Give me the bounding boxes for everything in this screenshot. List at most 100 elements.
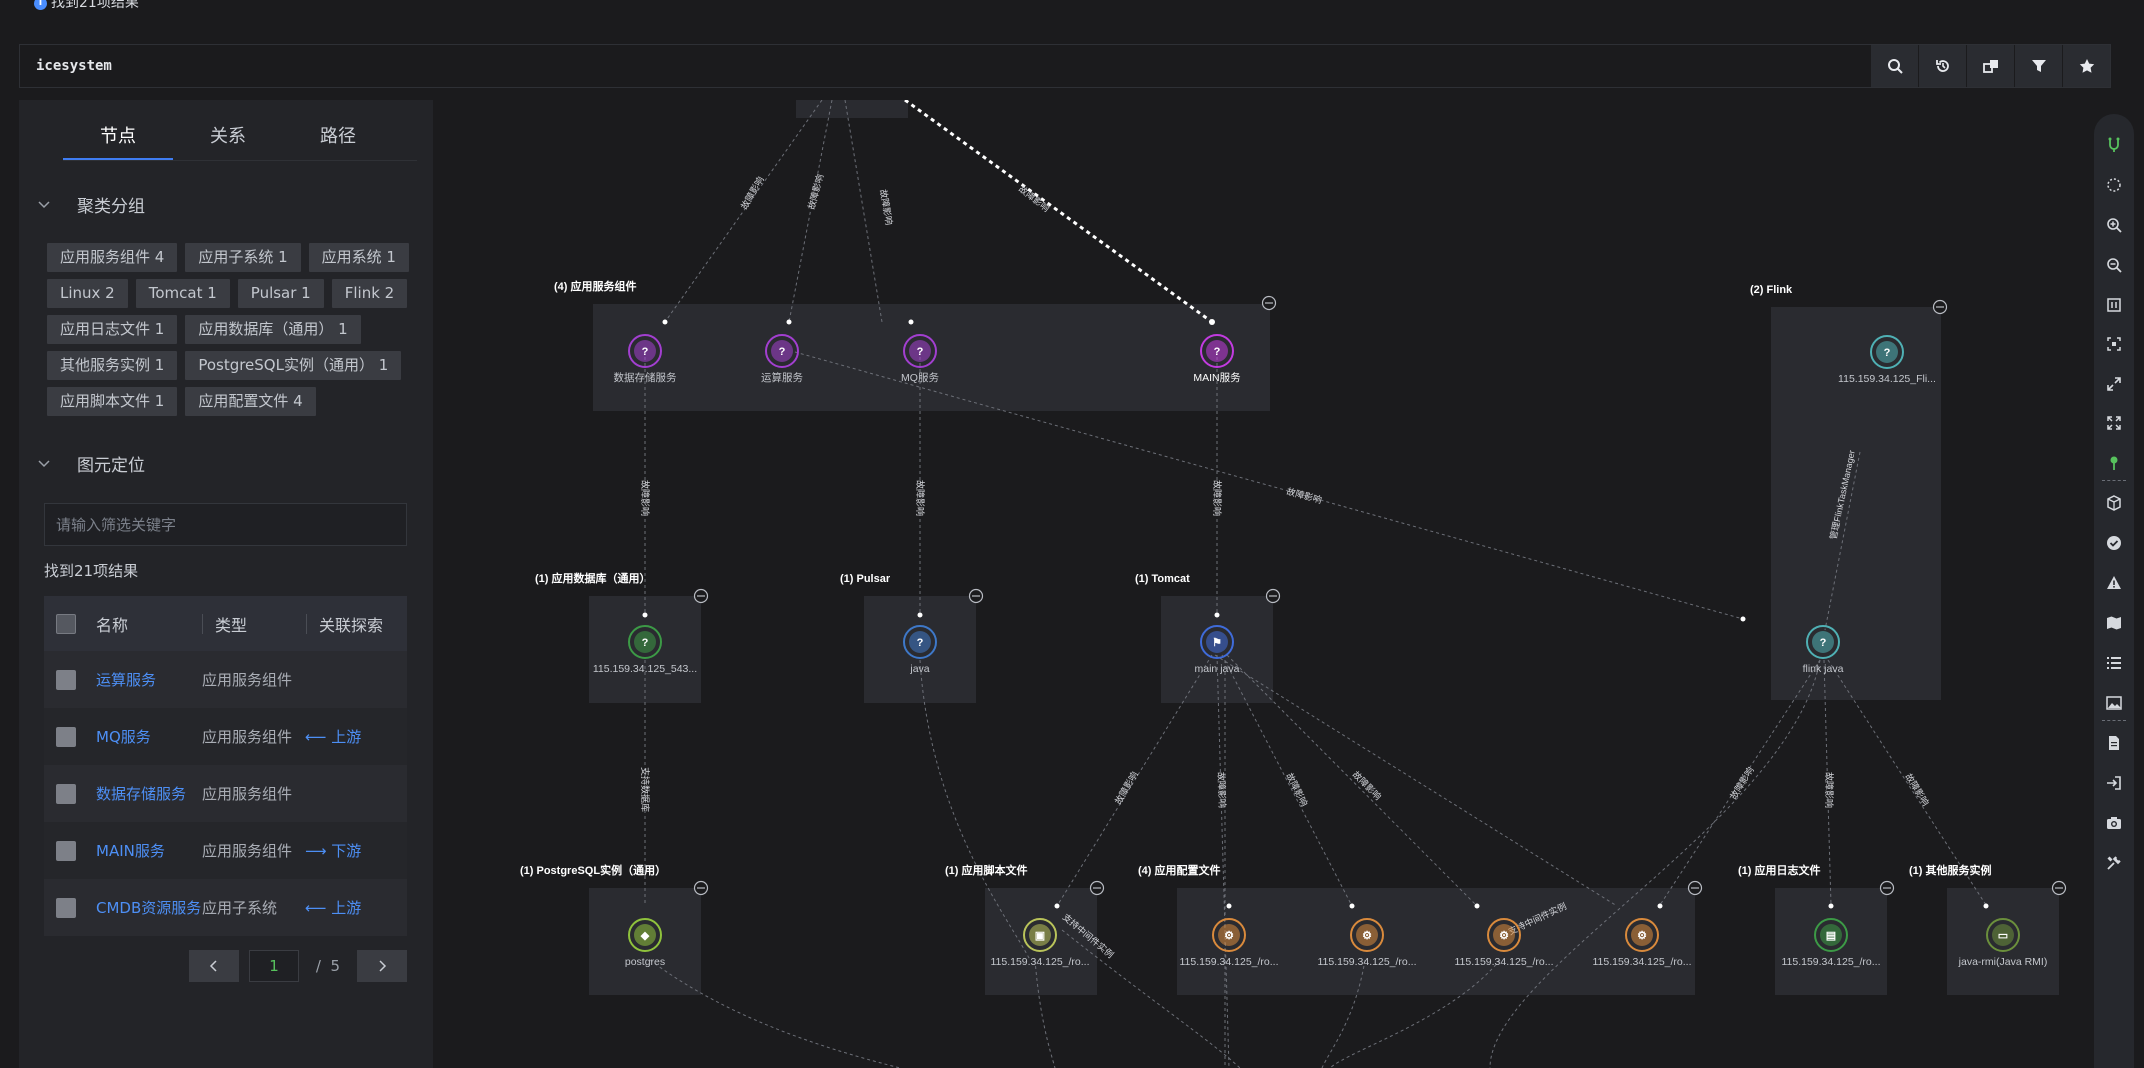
cluster-tag[interactable]: 应用子系统 1 [185, 243, 301, 272]
graph-node[interactable]: ⚑main java [1195, 625, 1240, 675]
cluster-tag[interactable]: 应用脚本文件 1 [47, 387, 178, 416]
tab-nodes[interactable]: 节点 [63, 120, 173, 160]
cluster-tag[interactable]: Tomcat 1 [135, 279, 230, 308]
graph-node[interactable]: ?115.159.34.125_543... [593, 625, 697, 675]
alert-button[interactable] [2094, 568, 2134, 598]
graph-node[interactable]: ▭java-rmi(Java RMI) [1958, 918, 2048, 968]
graph-node[interactable]: ⚙115.159.34.125_/ro... [1179, 918, 1279, 968]
graph-node[interactable]: ?MQ服务 [901, 334, 939, 384]
image-button[interactable] [2094, 688, 2134, 718]
edge [1321, 959, 1366, 1068]
layout-button[interactable] [2094, 170, 2134, 200]
zoom-in-button[interactable] [2094, 210, 2134, 240]
compare-button[interactable] [1966, 45, 2014, 87]
graph-node[interactable]: ⚙115.159.34.125_/ro... [1454, 918, 1554, 968]
camera-button[interactable] [2094, 808, 2134, 838]
graph-node[interactable]: ?flink java [1803, 625, 1844, 675]
graph-node[interactable]: ◆postgres [625, 918, 665, 968]
collapse-button[interactable] [1932, 299, 1948, 315]
center-button[interactable] [2094, 329, 2134, 359]
collapse-button[interactable] [968, 588, 984, 604]
history-button[interactable] [1918, 45, 1966, 87]
graph-node[interactable]: ▤115.159.34.125_/ro... [1781, 918, 1881, 968]
cluster-tag[interactable]: 应用系统 1 [308, 243, 409, 272]
graph-node[interactable]: ?运算服务 [761, 334, 803, 384]
graph-node[interactable]: ⚙115.159.34.125_/ro... [1592, 918, 1692, 968]
row-name-link[interactable]: MQ服务 [96, 728, 151, 746]
search-button[interactable] [1870, 45, 1918, 87]
collapse-buttons[interactable] [693, 295, 2067, 896]
row-checkbox[interactable] [56, 897, 76, 918]
fullscreen-button[interactable] [2094, 408, 2134, 438]
terminal-icon: ▣ [1035, 930, 1045, 942]
row-checkbox[interactable] [56, 783, 76, 804]
row-checkbox[interactable] [56, 726, 76, 747]
question-icon: ? [917, 637, 924, 649]
row-checkbox[interactable] [56, 840, 76, 861]
cluster-tag[interactable]: 应用服务组件 4 [47, 243, 178, 272]
next-page-button[interactable] [357, 950, 407, 982]
page-number-input[interactable]: 1 [249, 950, 299, 982]
expand-button[interactable] [2094, 369, 2134, 399]
cluster-tag[interactable]: Linux 2 [47, 279, 128, 308]
edge-label: 故障影响 [1284, 771, 1310, 808]
row-name-link[interactable]: MAIN服务 [96, 842, 165, 860]
node-ring [1023, 918, 1057, 952]
fit-icon [2107, 298, 2121, 312]
select-all-checkbox[interactable] [56, 613, 76, 634]
prev-page-button[interactable] [189, 950, 239, 982]
row-rel-link[interactable]: ⟵ 上游 [305, 899, 362, 917]
cluster-tag[interactable]: 应用数据库（通用） 1 [185, 315, 361, 344]
graph-svg[interactable]: 故障影响 故障影响 故障影响 故障影响 故障影响 故障影响 故障影响 故障影响 … [450, 100, 2090, 1068]
camera-icon [2107, 817, 2121, 829]
cluster-tag[interactable]: 应用配置文件 4 [185, 387, 316, 416]
cluster-tag[interactable]: 其他服务实例 1 [47, 351, 178, 380]
cluster-tag[interactable]: PostgreSQL实例（通用） 1 [185, 351, 402, 380]
collapse-button[interactable] [693, 588, 709, 604]
tab-paths[interactable]: 路径 [320, 126, 356, 147]
collapse-button[interactable] [1879, 880, 1895, 896]
cluster-tag[interactable]: 应用日志文件 1 [47, 315, 178, 344]
graph-node[interactable]: ⚙115.159.34.125_/ro... [1317, 918, 1417, 968]
row-checkbox[interactable] [56, 669, 76, 690]
collapse-button[interactable] [1261, 295, 1277, 311]
document-button[interactable] [2094, 728, 2134, 758]
graph-canvas[interactable]: 故障影响 故障影响 故障影响 故障影响 故障影响 故障影响 故障影响 故障影响 … [450, 100, 2090, 1068]
branch-button[interactable] [2094, 130, 2134, 160]
collapse-button[interactable] [2051, 880, 2067, 896]
row-name-link[interactable]: CMDB资源服务 [96, 899, 202, 917]
graph-node[interactable]: ?115.159.34.125_Fli... [1838, 335, 1936, 385]
graph-node[interactable]: ?java [903, 625, 937, 675]
cluster-tags: 应用服务组件 4 应用子系统 1 应用系统 1 Linux 2 Tomcat 1… [47, 243, 417, 416]
zoom-out-button[interactable] [2094, 250, 2134, 280]
locate-section-header[interactable]: 图元定位 [37, 451, 145, 476]
graph-node[interactable]: ?数据存储服务 [614, 334, 677, 384]
tools-button[interactable] [2094, 848, 2134, 878]
cluster-tag[interactable]: Pulsar 1 [237, 279, 324, 308]
row-rel-link[interactable]: ⟵ 上游 [305, 728, 362, 746]
graph-node[interactable]: ?MAIN服务 [1193, 334, 1241, 384]
box-button[interactable] [2094, 488, 2134, 518]
cluster-tag[interactable]: Flink 2 [331, 279, 408, 308]
pin-button[interactable] [2094, 448, 2134, 478]
cluster-section-header[interactable]: 聚类分组 [37, 192, 145, 217]
collapse-button[interactable] [693, 880, 709, 896]
row-rel-link[interactable]: ⟶ 下游 [305, 842, 362, 860]
map-button[interactable] [2094, 608, 2134, 638]
node-label: 运算服务 [761, 371, 803, 384]
login-button[interactable] [2094, 768, 2134, 798]
search-query[interactable]: icesystem [36, 58, 112, 74]
list-button[interactable] [2094, 648, 2134, 678]
collapse-button[interactable] [1687, 880, 1703, 896]
tab-relations[interactable]: 关系 [210, 126, 246, 147]
check-button[interactable] [2094, 528, 2134, 558]
fit-button[interactable] [2094, 290, 2134, 320]
filter-input[interactable] [44, 503, 407, 546]
collapse-button[interactable] [1265, 588, 1281, 604]
graph-node[interactable]: ▣115.159.34.125_/ro... [990, 918, 1090, 968]
collapse-button[interactable] [1089, 880, 1105, 896]
row-name-link[interactable]: 运算服务 [96, 671, 157, 689]
favorite-button[interactable] [2062, 45, 2110, 87]
row-name-link[interactable]: 数据存储服务 [96, 785, 187, 803]
filter-button[interactable] [2014, 45, 2062, 87]
